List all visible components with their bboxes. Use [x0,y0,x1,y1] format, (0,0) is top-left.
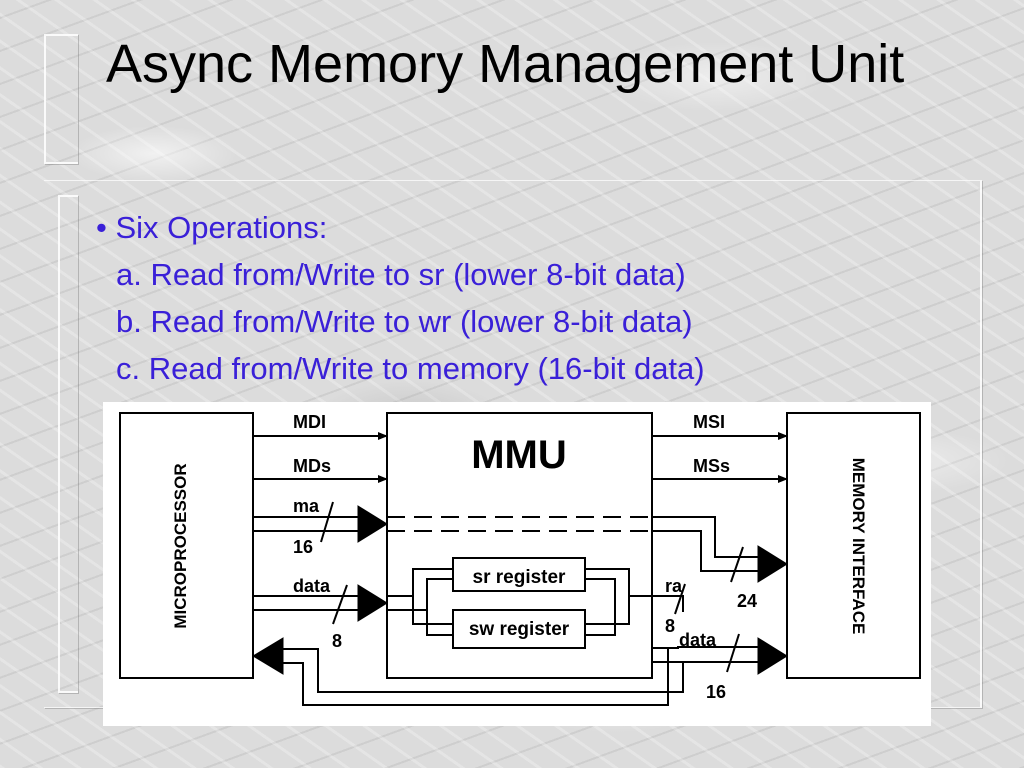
mmu-block-diagram: MICROPROCESSOR MMU MEMORY INTERFACE sr r… [103,402,931,726]
ma-width-label: 16 [293,537,313,557]
ra-label: ra [665,576,683,596]
ra-data-width-label: 8 [665,616,675,636]
data-out-bus-top [652,646,758,649]
sr-register-label: sr register [473,567,567,588]
ma-arrowhead [357,505,388,543]
ma-width-slash [320,501,334,543]
bullet-item-c: c. Read from/Write to memory (16-bit dat… [116,351,705,386]
mdi-label: MDI [293,412,326,432]
msi-label: MSI [693,412,725,432]
sr-in-line-a [387,568,453,597]
data-right-width-label: 16 [706,682,726,702]
ra-data-out [629,595,684,612]
ra-arrowhead [757,545,788,583]
ra-width-slash [730,546,744,583]
data-return-arrowhead [252,637,284,675]
data-right-label: data [679,630,717,650]
sw-in-line-b [426,610,453,636]
sw-in-line-a [412,596,453,625]
microprocessor-label: MICROPROCESSOR [171,463,190,628]
ra-data-slash [674,583,686,615]
bullet-item-b: b. Read from/Write to wr (lower 8-bit da… [116,304,693,339]
data-left-width-label: 8 [332,631,342,651]
bullet-item-a: a. Read from/Write to sr (lower 8-bit da… [116,257,686,292]
memory-interface-label: MEMORY INTERFACE [849,458,868,635]
mmu-diagram-svg: MICROPROCESSOR MMU MEMORY INTERFACE sr r… [119,412,921,706]
ma-label: ma [293,496,320,516]
data-in-arrowhead [357,584,388,622]
bullet-list: • Six Operations: a. Read from/Write to … [96,204,976,392]
memory-interface-block [786,412,921,679]
ra-bus-bottom [652,530,758,572]
slide-title: Async Memory Management Unit [106,34,905,94]
body-frame-left-decoration [58,195,78,693]
mmu-label: MMU [471,433,567,477]
reg-out-loop-b [585,578,616,636]
sr-in-line-b [387,578,453,611]
sw-register-label: sw register [469,619,570,640]
mmu-block [386,412,653,679]
microprocessor-block [119,412,254,679]
bullet-heading: • Six Operations: [96,210,328,245]
reg-out-loop-a [585,568,630,625]
data-out-width-slash [726,633,740,673]
mds-label: MDs [293,456,331,476]
data-left-label: data [293,576,331,596]
sr-register-box [452,557,586,592]
sw-register-box [452,609,586,649]
ra-width-label: 24 [737,591,757,611]
ra-bus-top [652,516,758,558]
data-out-arrowhead [757,637,788,675]
data-in-width-slash [332,584,348,625]
return-bus-outer [283,648,758,693]
return-bus-inner [283,647,669,706]
mss-label: MSs [693,456,730,476]
title-frame-decoration [44,34,78,164]
